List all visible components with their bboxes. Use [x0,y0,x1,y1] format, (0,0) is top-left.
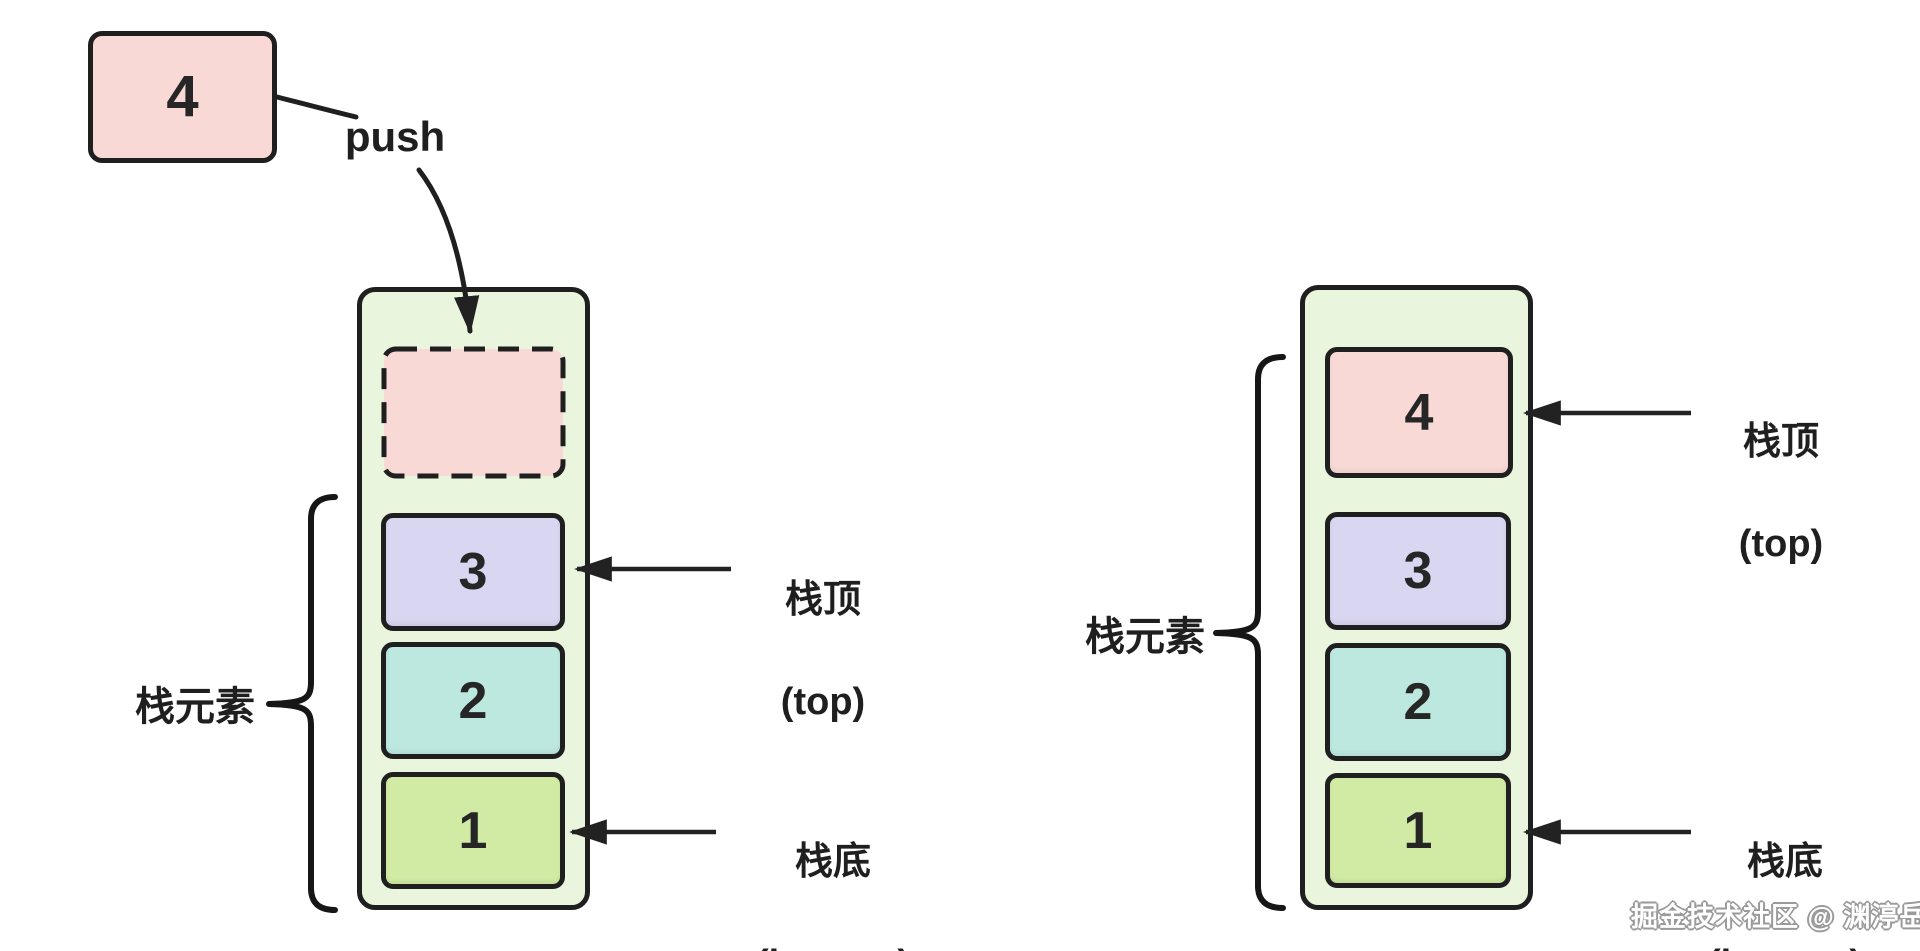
right-brace [1213,354,1286,911]
left-top-label: 栈顶 (top) [738,524,908,779]
left-stack-item-1: 1 [381,772,565,889]
left-bottom-label-en: (bottom) [728,939,938,951]
new-element-box: 4 [88,31,277,163]
left-bottom-label: 栈底 (bottom) [728,786,938,951]
left-bottom-label-cn: 栈底 [794,841,871,883]
left-brace [266,494,338,913]
left-top-label-cn: 栈顶 [784,579,861,621]
right-bottom-label: 栈底 (bottom) [1680,786,1890,951]
right-stack-item-3: 3 [1325,512,1511,630]
right-stack-item-2: 2 [1325,643,1511,761]
right-stack-item-2-value: 2 [1403,673,1433,731]
left-stack-item-2-value: 2 [458,671,488,730]
left-stack-item-2: 2 [381,642,565,759]
new-element-value: 4 [166,64,199,129]
left-top-label-en: (top) [780,681,866,723]
watermark: 掘金技术社区 @ 渊渟岳 [1631,902,1920,932]
right-stack-item-1: 1 [1325,773,1511,888]
left-stack-item-3: 3 [381,513,565,631]
right-bottom-label-en: (bottom) [1680,939,1890,951]
right-top-label: 栈顶 (top) [1696,366,1866,621]
left-ghost-item-value: 4 [459,383,488,442]
push-label: push [344,113,446,160]
right-stack-elements-label: 栈元素 [1085,615,1205,659]
left-stack-item-3-value: 3 [458,543,488,601]
left-ghost-item: 4 [382,347,565,478]
right-top-label-cn: 栈顶 [1742,421,1819,463]
left-stack-elements-label: 栈元素 [135,685,255,729]
right-stack-item-4-value: 4 [1404,383,1434,442]
right-stack-item-3-value: 3 [1403,542,1433,600]
right-top-label-en: (top) [1738,523,1824,565]
left-stack-item-1-value: 1 [458,801,488,860]
right-stack-item-1-value: 1 [1403,801,1433,860]
right-stack-item-4: 4 [1325,347,1513,478]
right-bottom-label-cn: 栈底 [1746,841,1823,883]
